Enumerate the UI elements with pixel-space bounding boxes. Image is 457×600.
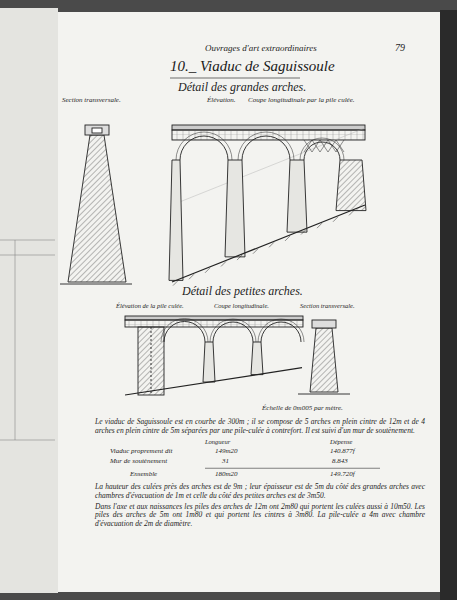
table-cell: 180m20 — [215, 470, 238, 478]
table-header: Longueur — [205, 438, 230, 445]
small-arches-elevation — [125, 316, 304, 395]
large-arches-elevation — [169, 125, 366, 286]
table-cell: 149m20 — [215, 447, 238, 455]
facing-page-lines — [0, 240, 55, 440]
table-cell: 149.720f — [330, 470, 355, 478]
description: La hauteur des culées près des arches es… — [95, 483, 425, 500]
table-cell: 31 — [222, 457, 229, 465]
page — [58, 12, 440, 592]
table-cell: Mur de soutènement — [110, 457, 167, 465]
table-cell: Viaduc proprement dit — [110, 447, 172, 455]
table-header: Dépense — [330, 438, 352, 445]
scale-note: Échelle de 0m005 par mètre. — [262, 404, 343, 412]
facing-page — [0, 8, 58, 593]
table-cell: 140.877f — [330, 447, 355, 455]
description: Dans l'axe et aux naissances les piles d… — [95, 503, 425, 529]
view-title: Section transversale. — [62, 96, 121, 104]
section-heading: Détail des petites arches. — [182, 285, 303, 299]
title: 10._ Viaduc de Saguissoule — [170, 58, 335, 75]
page-number: 79 — [395, 42, 405, 54]
cross-section-large — [60, 125, 132, 284]
section-heading: Détail des grandes arches. — [178, 81, 306, 95]
view-title: Élévation de la pile culée. — [116, 302, 184, 309]
table-cell: 8.843 — [332, 457, 348, 465]
binding — [440, 10, 457, 600]
title-underline — [170, 78, 300, 79]
view-title: Coupe longitudinale. — [214, 302, 269, 309]
sum-rule — [205, 468, 380, 469]
running-head: Ouvrages d'art extraordinaires — [205, 43, 317, 53]
view-title: Élévation. — [207, 96, 236, 104]
view-title: Section transversale. — [300, 302, 355, 309]
view-title: Coupe longitudinale par la pile culée. — [248, 96, 355, 104]
description: Le viaduc de Saguissoule est en courbe d… — [95, 418, 425, 435]
table-cell: Ensemble — [130, 470, 157, 478]
cross-section-small — [298, 320, 350, 394]
